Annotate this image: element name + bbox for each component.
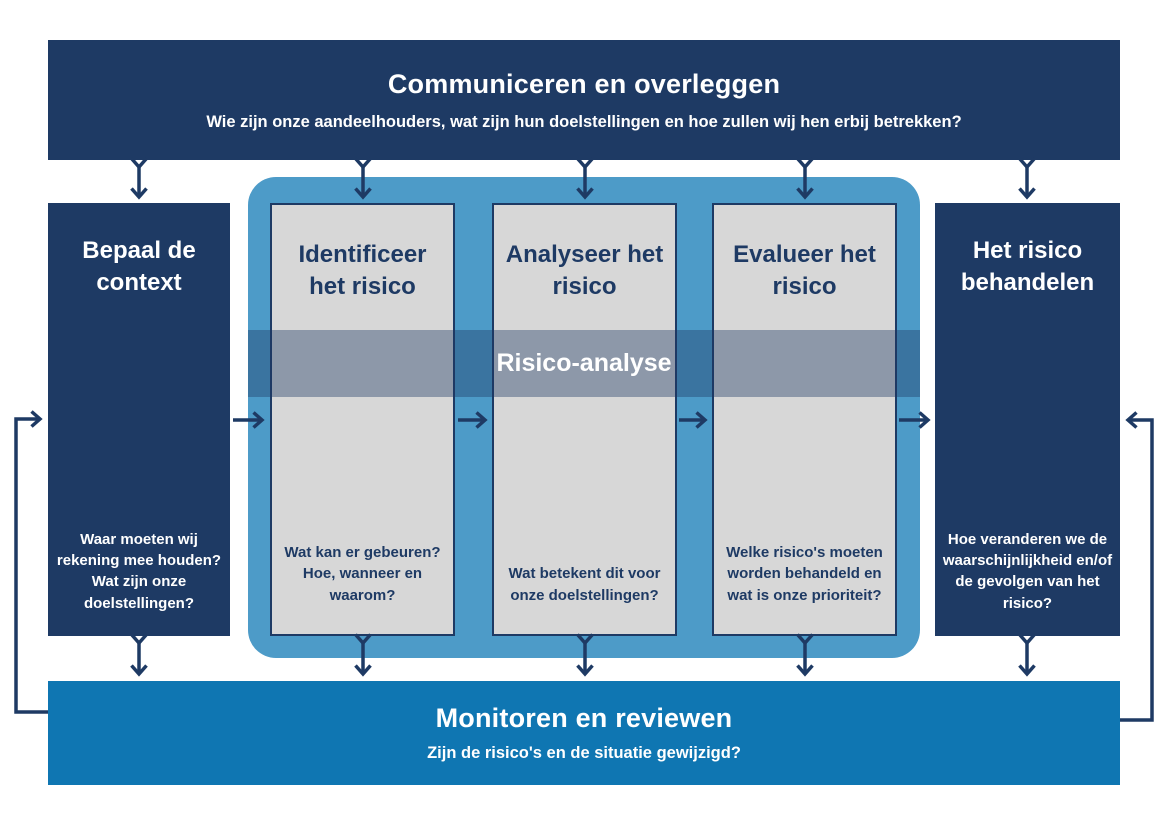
context-box-title: Bepaal de context: [82, 237, 196, 297]
analyse-risk-question: Wat betekent dit voor onze doelstellinge…: [508, 565, 661, 604]
risk-analysis-band: Risico-analyse: [248, 330, 920, 397]
treat-risk-title: Het risico behandelen: [960, 237, 1095, 297]
context-box-question: Waar moeten wij rekening mee houden? Wat…: [56, 530, 222, 612]
feedback-connector-left: [14, 410, 48, 714]
communicate-banner-title: Communiceren en overleggen: [387, 68, 781, 99]
analyse-risk-box: Analyseer het risico Wat betekent dit vo…: [492, 203, 677, 636]
identify-risk-title: Identificeer het risico: [298, 241, 427, 301]
communicate-banner-subtitle: Wie zijn onze aandeelhouders, wat zijn h…: [206, 112, 962, 131]
risk-analysis-band-label: Risico-analyse: [496, 349, 672, 377]
treat-risk-question: Hoe veranderen we de waarschijnlijkheid …: [942, 530, 1113, 612]
monitor-banner-subtitle: Zijn de risico's en de situatie gewijzig…: [427, 744, 741, 762]
treat-risk-box: Het risico behandelen Hoe veranderen we …: [935, 203, 1120, 636]
analyse-risk-title: Analyseer het risico: [505, 241, 664, 301]
feedback-connector-right: [1120, 411, 1154, 722]
communicate-banner: Communiceren en overleggen Wie zijn onze…: [48, 40, 1120, 160]
identify-risk-box: Identificeer het risico Wat kan er gebeu…: [270, 203, 455, 636]
identify-risk-question: Wat kan er gebeuren? Hoe, wanneer en waa…: [284, 544, 441, 604]
context-box: Bepaal de context Waar moeten wij rekeni…: [48, 203, 230, 636]
evaluate-risk-title: Evalueer het risico: [733, 241, 876, 301]
evaluate-risk-box: Evalueer het risico Welke risico's moete…: [712, 203, 897, 636]
monitor-banner-title: Monitoren en reviewen: [435, 703, 733, 733]
evaluate-risk-question: Welke risico's moeten worden behandeld e…: [726, 544, 883, 604]
monitor-banner: Monitoren en reviewen Zijn de risico's e…: [48, 681, 1120, 785]
